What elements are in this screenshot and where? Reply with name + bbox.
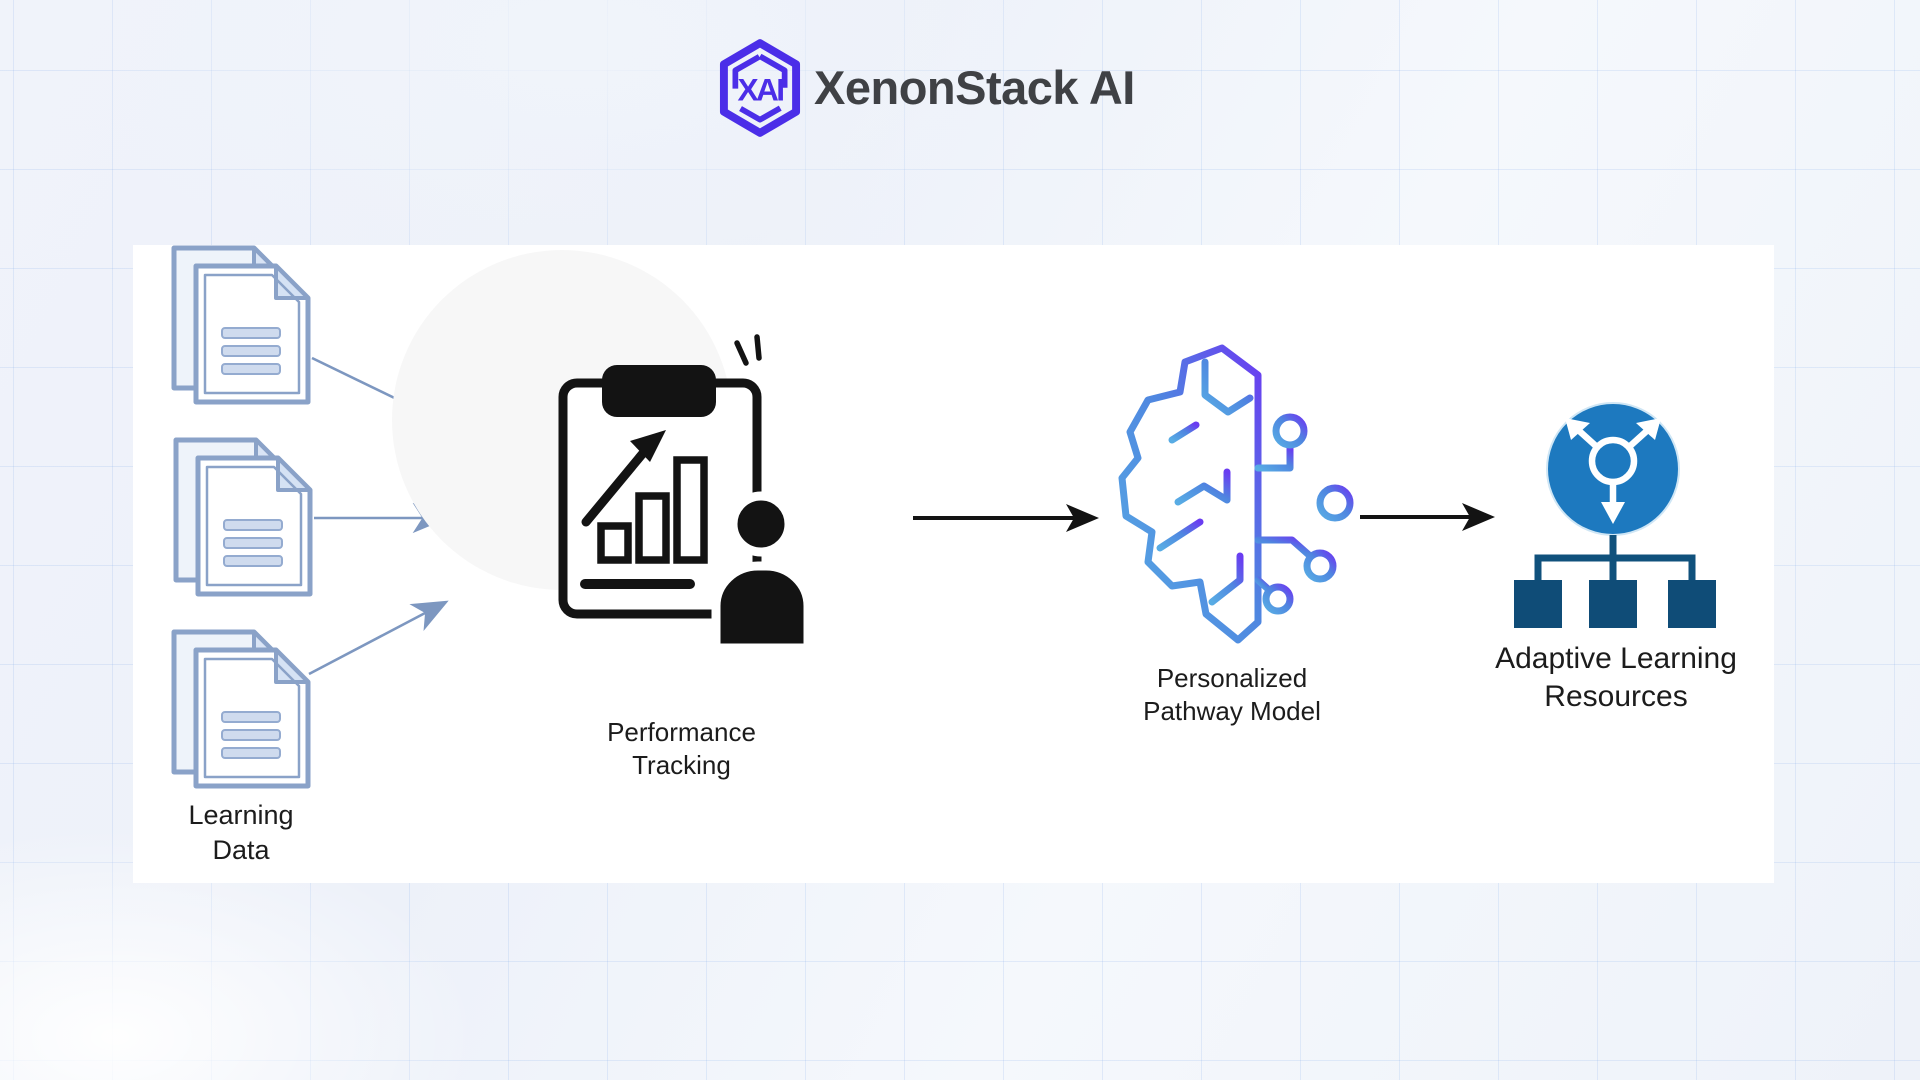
trend-arrow <box>581 447 649 527</box>
trend-arrow-head <box>630 430 666 462</box>
document-stack-icon <box>174 248 308 402</box>
xenonstack-hexagon-icon: XAI <box>719 39 801 137</box>
circuit-node <box>1262 583 1294 615</box>
resource-squares <box>1514 580 1716 628</box>
circuit-node <box>1303 549 1337 583</box>
ai-brain-circuit-icon <box>1118 344 1354 644</box>
brain-outline <box>1118 344 1262 644</box>
clipboard-clip <box>602 365 716 417</box>
brain-fold <box>1156 518 1204 552</box>
label-personalized-pathway-model: Personalized Pathway Model <box>1143 663 1321 727</box>
bar-chart <box>597 456 708 564</box>
document-stack-icon <box>176 440 310 594</box>
brand-title: XenonStack AI <box>814 61 1135 114</box>
hub-tree-lines <box>1534 535 1696 580</box>
logo-monogram: XAI <box>738 71 784 107</box>
flow-arrow-1 <box>913 504 1099 532</box>
clipboard-analytics-person-icon <box>392 250 813 653</box>
brand-logo: XAI XenonStack AI <box>716 38 1135 138</box>
label-learning-data: Learning Data <box>188 800 294 865</box>
circuit-node <box>1316 484 1354 522</box>
circuit-trace <box>1254 536 1313 559</box>
brain-fold <box>1168 421 1200 444</box>
label-adaptive-learning-resources: Adaptive Learning Resources <box>1495 642 1737 714</box>
brain-fold <box>1174 468 1231 506</box>
flow-arrow-2 <box>1360 503 1495 531</box>
person-head <box>728 491 794 557</box>
sparkle-icon <box>734 334 762 366</box>
label-performance-tracking: Performance Tracking <box>607 717 756 781</box>
share-glyph-arrowheads <box>1565 418 1661 524</box>
connector-doc3-arrow <box>308 600 449 676</box>
circuit-trace <box>1254 576 1272 593</box>
distribution-network-icon <box>1514 402 1716 628</box>
circuit-node <box>1272 413 1308 449</box>
person-body <box>711 561 813 653</box>
document-stack-icon <box>174 632 308 786</box>
brain-fold <box>1201 358 1254 416</box>
circuit-trace <box>1254 444 1294 472</box>
brain-fold <box>1208 552 1244 606</box>
